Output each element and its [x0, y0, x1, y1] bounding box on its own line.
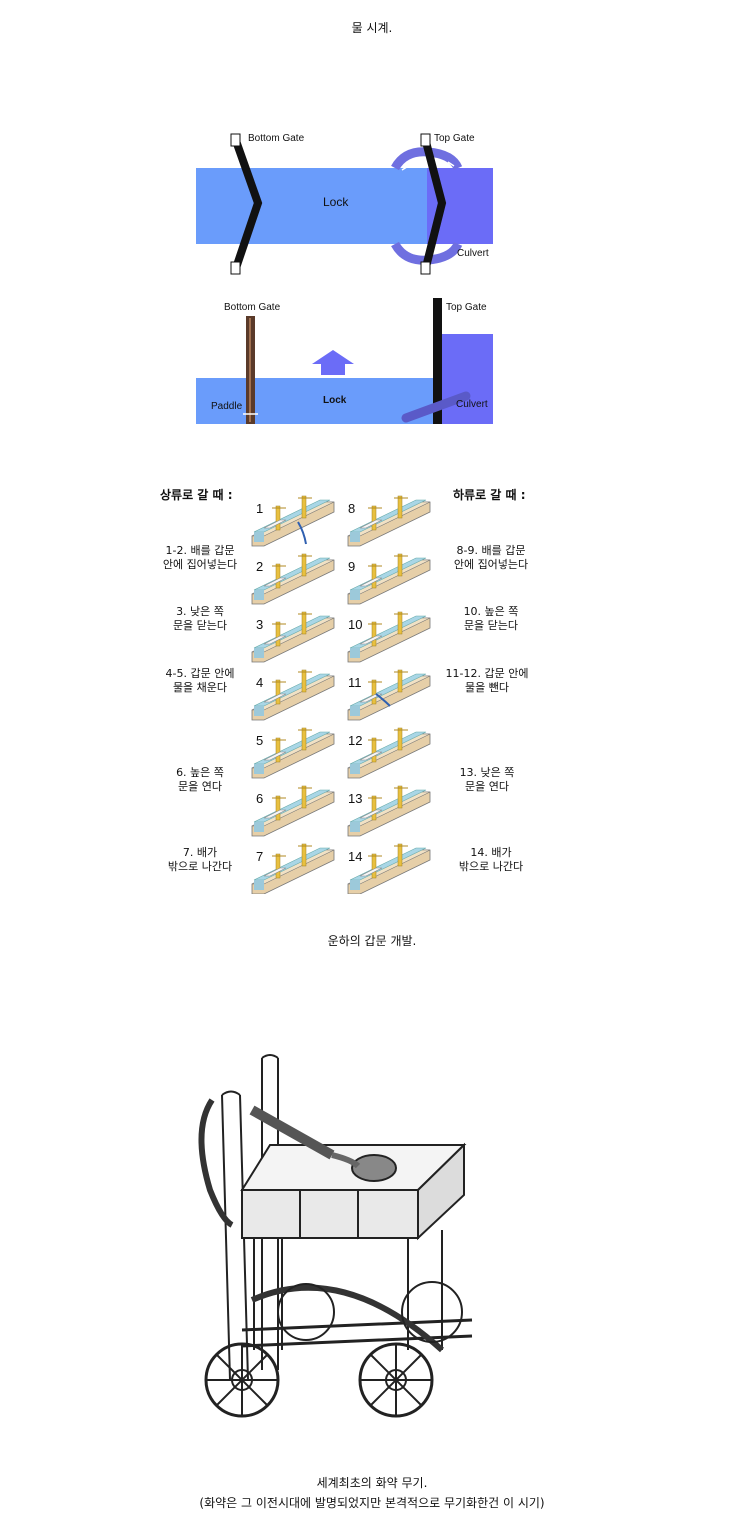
- lock-top-view-diagram: Bottom Gate Top Gate Lock Culvert: [196, 133, 493, 275]
- step-number: 3: [256, 617, 263, 632]
- caption-weapon-line2: (화약은 그 이전시대에 발명되었지만 본격적으로 무기화한건 이 시기): [199, 1496, 545, 1510]
- label-lock: Lock: [323, 395, 347, 406]
- label-lock: Lock: [323, 195, 349, 209]
- header-going-downstream: 하류로 갈 때 :: [453, 488, 526, 502]
- step-number: 1: [256, 501, 263, 516]
- lock-side-view-diagram: Bottom Gate Top Gate Lock Paddle Culvert: [196, 298, 493, 424]
- step-number: 2: [256, 559, 263, 574]
- lock-step-illustrations: 1 2 3 4 5 6 7 8 9 10 11 12 13 14: [251, 495, 431, 894]
- step-number: 6: [256, 791, 263, 806]
- culvert-pipe: [401, 391, 471, 423]
- upper-water: [437, 334, 493, 424]
- step-number: 8: [348, 501, 355, 516]
- label-paddle: Paddle: [211, 401, 243, 412]
- label-top-gate: Top Gate: [446, 302, 487, 313]
- label-culvert: Culvert: [456, 399, 488, 410]
- step-numbers: 1 2 3 4 5 6 7 8 9 10 11 12 13 14: [256, 501, 362, 864]
- label-bottom-gate: Bottom Gate: [224, 302, 281, 313]
- step-number: 7: [256, 849, 263, 864]
- label-top-gate: Top Gate: [434, 133, 475, 144]
- step-number: 5: [256, 733, 263, 748]
- step-figure-left-column: [251, 495, 335, 894]
- header-going-upstream: 상류로 갈 때 :: [160, 488, 233, 502]
- step-figure-right-column: [347, 495, 431, 894]
- gunpowder-weapon-cart-illustration: [198, 1054, 473, 1418]
- up-arrow-icon: [312, 350, 354, 375]
- caption-canal-lock: 운하의 갑문 개발.: [327, 934, 417, 948]
- step-number: 13: [348, 791, 362, 806]
- step-number: 11: [348, 675, 362, 690]
- caption-weapon-line1: 세계최초의 화약 무기.: [316, 1476, 428, 1490]
- step-number: 14: [348, 849, 362, 864]
- step-number: 10: [348, 617, 362, 632]
- bottom-gate: [231, 136, 263, 273]
- label-bottom-gate: Bottom Gate: [248, 133, 305, 144]
- top-gate: [421, 136, 447, 272]
- label-culvert: Culvert: [457, 248, 489, 259]
- step-number: 9: [348, 559, 355, 574]
- step-number: 12: [348, 733, 362, 748]
- culvert-arrows: [401, 161, 455, 171]
- caption-water-clock: 물 시계.: [351, 21, 393, 35]
- top-gate: [433, 298, 442, 424]
- step-number: 4: [256, 675, 263, 690]
